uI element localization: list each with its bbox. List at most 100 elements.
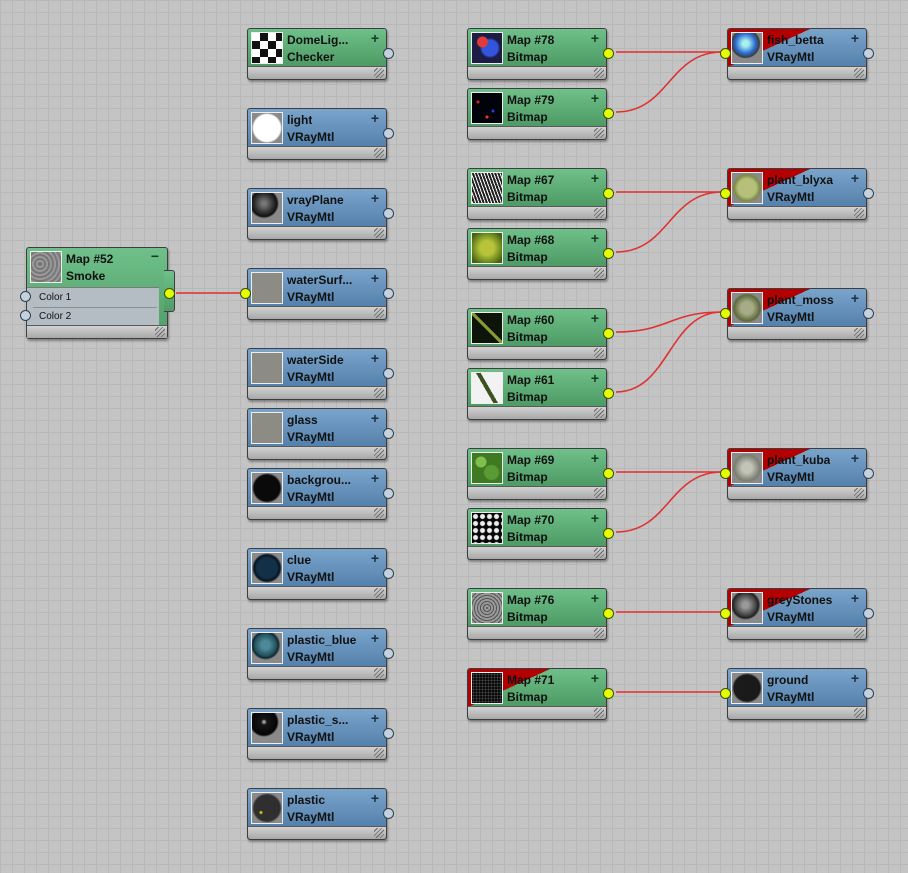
expand-icon[interactable]: + [850,170,859,186]
material-node-6[interactable]: backgrou...VRayMtl+ [247,468,394,520]
expand-icon[interactable]: + [370,270,379,286]
output-port[interactable] [383,368,394,379]
resize-grip[interactable] [374,448,384,458]
resize-grip[interactable] [854,68,864,78]
resize-grip[interactable] [374,228,384,238]
expand-icon[interactable]: + [370,110,379,126]
input-port[interactable] [720,308,731,319]
output-port[interactable] [383,568,394,579]
resize-grip[interactable] [854,708,864,718]
expand-icon[interactable]: + [850,590,859,606]
resize-grip[interactable] [374,588,384,598]
expand-icon[interactable]: + [590,310,599,326]
color2-input-port[interactable] [20,310,31,321]
color1-input-port[interactable] [20,291,31,302]
input-port[interactable] [720,188,731,199]
resize-grip[interactable] [594,208,604,218]
output-port[interactable] [383,488,394,499]
smoke-output-port[interactable] [164,288,175,299]
resize-grip[interactable] [594,268,604,278]
expand-icon[interactable]: + [850,290,859,306]
output-port[interactable] [383,288,394,299]
material-node-3[interactable]: waterSurf...VRayMtl+ [240,268,394,320]
output-port[interactable] [603,48,614,59]
resize-grip[interactable] [594,488,604,498]
output-port[interactable] [863,188,874,199]
expand-icon[interactable]: + [590,670,599,686]
resize-grip[interactable] [594,628,604,638]
output-port[interactable] [383,128,394,139]
resize-grip[interactable] [374,508,384,518]
resize-grip[interactable] [854,208,864,218]
output-port[interactable] [383,208,394,219]
output-port[interactable] [603,608,614,619]
expand-icon[interactable]: + [590,510,599,526]
output-port[interactable] [603,388,614,399]
resize-grip[interactable] [374,308,384,318]
resize-grip[interactable] [594,708,604,718]
input-port[interactable] [240,288,251,299]
output-port[interactable] [383,728,394,739]
resize-grip[interactable] [594,548,604,558]
expand-icon[interactable]: + [370,410,379,426]
collapse-icon[interactable]: − [150,248,159,264]
resize-grip[interactable] [594,348,604,358]
resize-grip[interactable] [594,408,604,418]
resize-grip[interactable] [374,748,384,758]
expand-icon[interactable]: + [590,230,599,246]
output-port[interactable] [383,808,394,819]
expand-icon[interactable]: + [370,350,379,366]
expand-icon[interactable]: + [370,470,379,486]
expand-icon[interactable]: + [370,550,379,566]
output-port[interactable] [383,428,394,439]
input-port[interactable] [720,48,731,59]
resize-grip[interactable] [594,128,604,138]
expand-icon[interactable]: + [370,30,379,46]
output-port[interactable] [863,308,874,319]
resize-grip[interactable] [155,327,165,337]
expand-icon[interactable]: + [850,670,859,686]
resize-grip[interactable] [594,68,604,78]
expand-icon[interactable]: + [590,90,599,106]
output-port[interactable] [603,528,614,539]
expand-icon[interactable]: + [590,370,599,386]
input-port[interactable] [720,468,731,479]
resize-grip[interactable] [374,828,384,838]
output-port[interactable] [383,648,394,659]
output-port[interactable] [863,48,874,59]
resize-grip[interactable] [854,488,864,498]
expand-icon[interactable]: + [850,450,859,466]
expand-icon[interactable]: + [590,590,599,606]
output-port[interactable] [863,468,874,479]
input-port[interactable] [720,688,731,699]
expand-icon[interactable]: + [370,710,379,726]
output-port[interactable] [603,108,614,119]
output-port[interactable] [863,688,874,699]
material-node-9[interactable]: plastic_s...VRayMtl+ [247,708,394,760]
expand-icon[interactable]: + [370,630,379,646]
resize-grip[interactable] [854,628,864,638]
expand-icon[interactable]: + [370,190,379,206]
expand-icon[interactable]: + [590,30,599,46]
